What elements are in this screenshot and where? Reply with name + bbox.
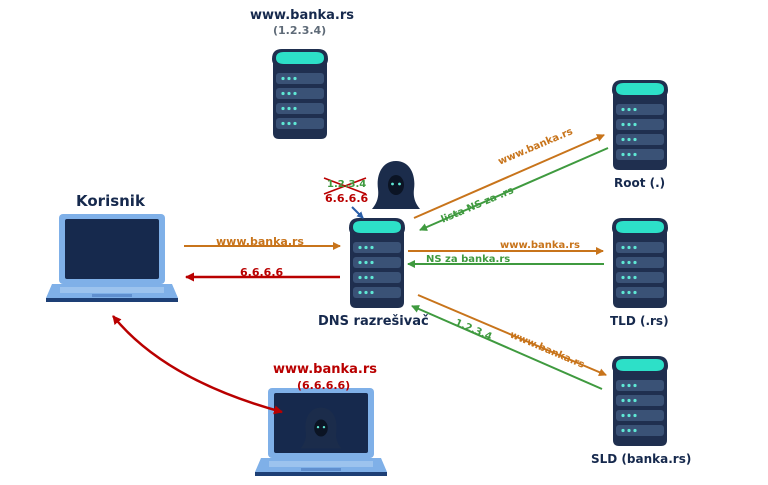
- tld-server-label: TLD (.rs): [610, 314, 669, 328]
- fake-server-name: www.banka.rs: [273, 362, 377, 377]
- web-server-name: www.banka.rs: [250, 8, 354, 23]
- poisoned-cache-ip: 6.6.6.6: [325, 192, 369, 205]
- user-laptop-icon: [46, 214, 178, 302]
- user-label: Korisnik: [76, 192, 145, 210]
- user-query-label: www.banka.rs: [216, 235, 304, 248]
- old-cache-ip: 1.2.3.4: [327, 179, 367, 190]
- root-query-arrow: [413, 134, 605, 219]
- tld-answer-label: NS za banka.rs: [426, 254, 511, 265]
- dns-resolver-server-icon: [349, 218, 405, 308]
- resolver-label: DNS razrešivač: [318, 314, 429, 329]
- tld-server-icon: [612, 218, 668, 308]
- user-to-attacker-arrow: [112, 315, 283, 415]
- root-server-label: Root (.): [614, 176, 666, 190]
- strike-cross: [323, 177, 367, 195]
- user-answer-label: 6.6.6.6: [240, 266, 284, 279]
- web-server-ip: (1.2.3.4): [273, 24, 327, 37]
- web-server-icon: [272, 49, 328, 139]
- tld-query-label: www.banka.rs: [500, 240, 580, 251]
- root-server-icon: [612, 80, 668, 170]
- root-answer-arrow: [419, 147, 609, 231]
- fake-server-ip: (6.6.6.6): [297, 379, 351, 392]
- poison-arrow: [351, 206, 364, 219]
- sld-server-icon: [612, 356, 668, 446]
- hacker-icon: [372, 161, 420, 209]
- sld-query-arrow: [417, 294, 607, 376]
- sld-answer-arrow: [411, 305, 603, 390]
- sld-server-label: SLD (banka.rs): [591, 452, 692, 466]
